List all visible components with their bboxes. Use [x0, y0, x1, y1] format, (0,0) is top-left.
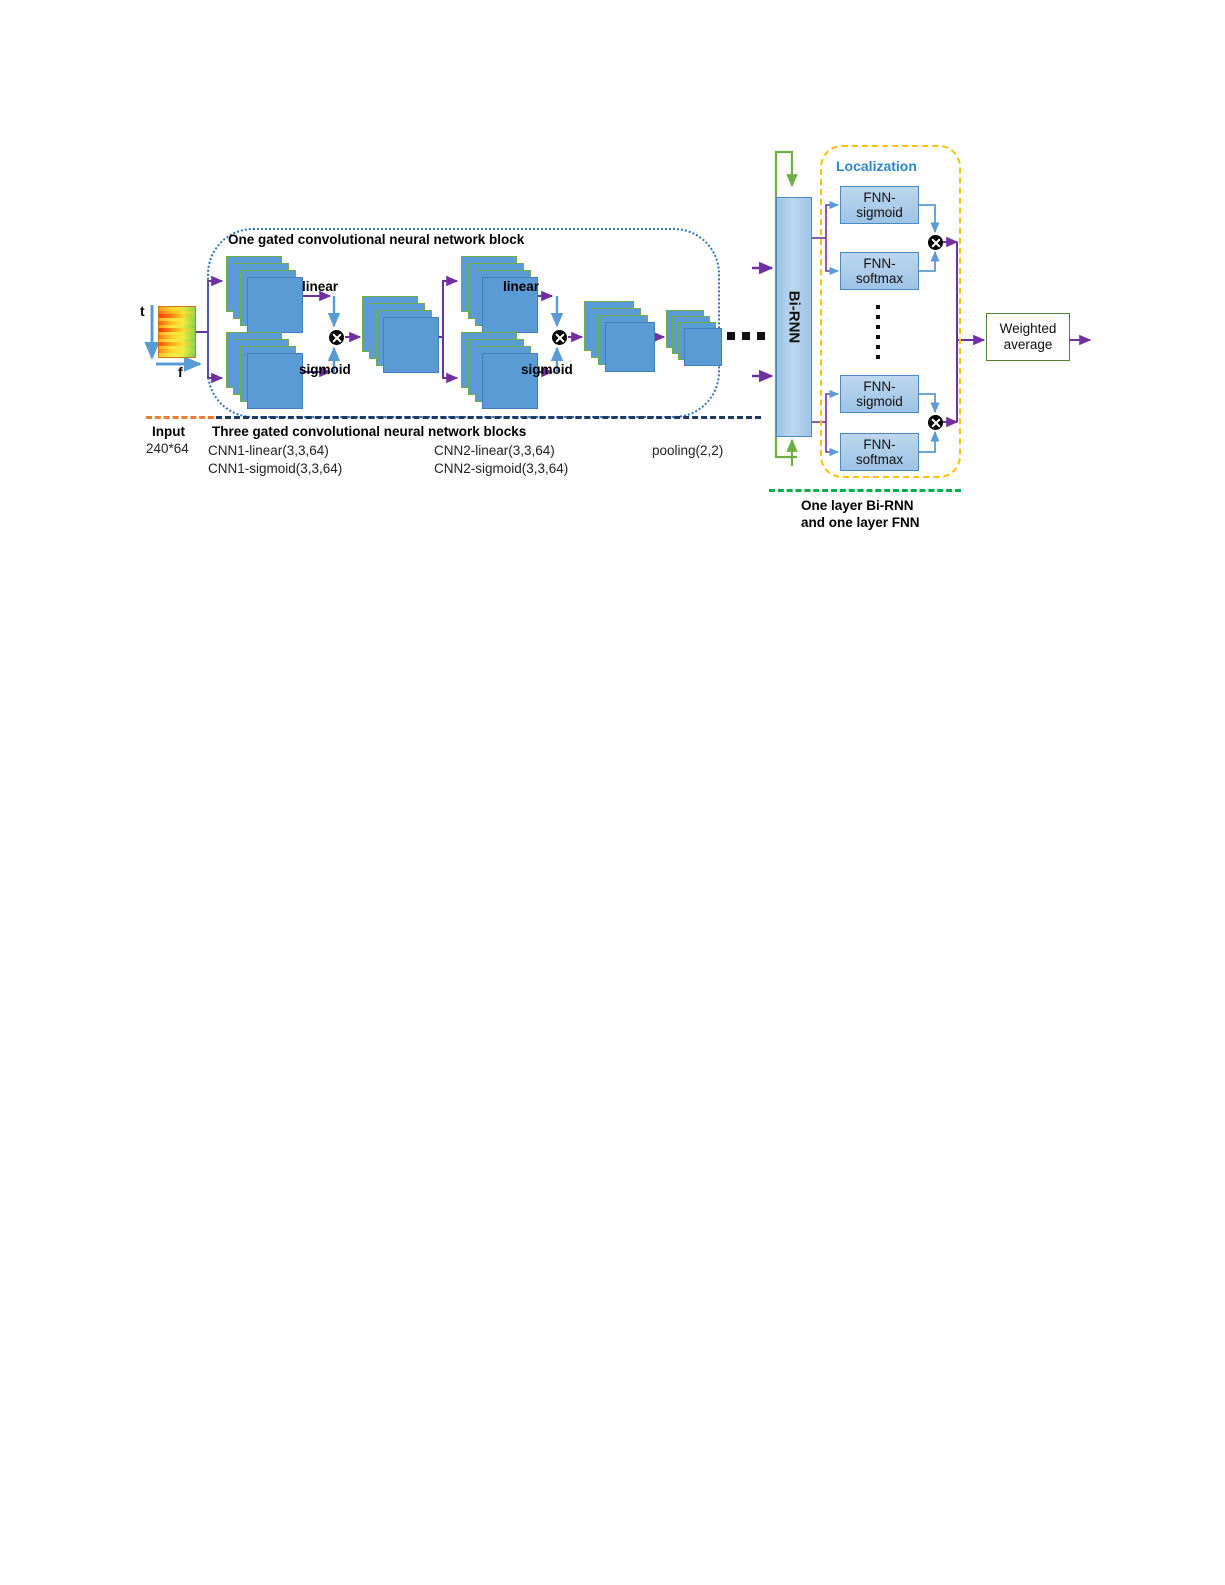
- fnn-softmax-bottom[interactable]: FNN- softmax: [840, 433, 919, 471]
- input-size: 240*64: [146, 441, 189, 456]
- cnn1-linear-spec: CNN1-linear(3,3,64): [208, 443, 329, 458]
- fnn-softmax-top-line1: FNN-: [863, 255, 896, 271]
- pooling-spec: pooling(2,2): [652, 443, 724, 458]
- fnn-sigmoid-top-line2: sigmoid: [856, 205, 903, 220]
- one-gcnn-block-title: One gated convolutional neural network b…: [228, 232, 525, 247]
- pooled-output-stack-3: [666, 310, 728, 372]
- fnn-sigmoid-bottom-line1: FNN-: [863, 378, 896, 394]
- axis-label-time: t: [140, 303, 145, 319]
- cnn-section-divider: [216, 416, 761, 419]
- cnn2-linear-label: linear: [503, 279, 540, 294]
- input-section-divider: [146, 416, 214, 419]
- axis-label-frequency: f: [178, 364, 183, 380]
- fnn-softmax-bottom-line1: FNN-: [863, 436, 896, 452]
- fnn-softmax-top-line2: softmax: [855, 271, 904, 286]
- three-blocks-caption: Three gated convolutional neural network…: [212, 424, 527, 439]
- input-spectrogram: [158, 306, 196, 358]
- weighted-average-block[interactable]: Weighted average: [986, 313, 1070, 361]
- cnn1-linear-stack: [226, 256, 306, 342]
- cnn2-linear-spec: CNN2-linear(3,3,64): [434, 443, 555, 458]
- fnn-sigmoid-bottom-line2: sigmoid: [856, 394, 903, 409]
- localization-multiply-bottom: [928, 415, 943, 430]
- fnn-sigmoid-top-line1: FNN-: [863, 189, 896, 205]
- localization-multiply-top: [928, 235, 943, 250]
- weighted-average-line2: average: [1003, 337, 1053, 352]
- fnn-sigmoid-bottom[interactable]: FNN- sigmoid: [840, 375, 919, 413]
- cnn2-sigmoid-stack: [461, 332, 541, 418]
- gate-multiply-1: [329, 330, 344, 345]
- gate-multiply-2: [552, 330, 567, 345]
- cnn1-linear-label: linear: [302, 279, 339, 294]
- weighted-average-line1: Weighted: [999, 321, 1057, 337]
- bi-rnn-block[interactable]: Bi-RNN: [776, 197, 812, 437]
- fnn-softmax-top[interactable]: FNN- softmax: [840, 252, 919, 290]
- cnn1-sigmoid-stack: [226, 332, 306, 418]
- localization-title: Localization: [836, 158, 917, 174]
- cnn2-linear-stack: [461, 256, 541, 342]
- fnn-softmax-bottom-line2: softmax: [855, 452, 904, 467]
- cnn1-sigmoid-label: sigmoid: [299, 362, 351, 377]
- cnn-blocks-ellipsis: [727, 332, 765, 340]
- cnn1-sigmoid-spec: CNN1-sigmoid(3,3,64): [208, 461, 343, 476]
- birnn-section-divider: [769, 489, 961, 492]
- birnn-caption-line2: and one layer FNN: [801, 515, 920, 530]
- localization-outline: [820, 145, 961, 478]
- cnn2-sigmoid-label: sigmoid: [521, 362, 573, 377]
- gated-output-stack-2: [584, 301, 658, 379]
- cnn2-sigmoid-spec: CNN2-sigmoid(3,3,64): [434, 461, 569, 476]
- fnn-sigmoid-top[interactable]: FNN- sigmoid: [840, 186, 919, 224]
- birnn-caption-line1: One layer Bi-RNN: [801, 498, 914, 513]
- localization-ellipsis: [876, 305, 880, 359]
- gated-output-stack-1: [362, 296, 442, 382]
- bi-rnn-label: Bi-RNN: [785, 290, 803, 344]
- input-caption: Input: [152, 424, 185, 439]
